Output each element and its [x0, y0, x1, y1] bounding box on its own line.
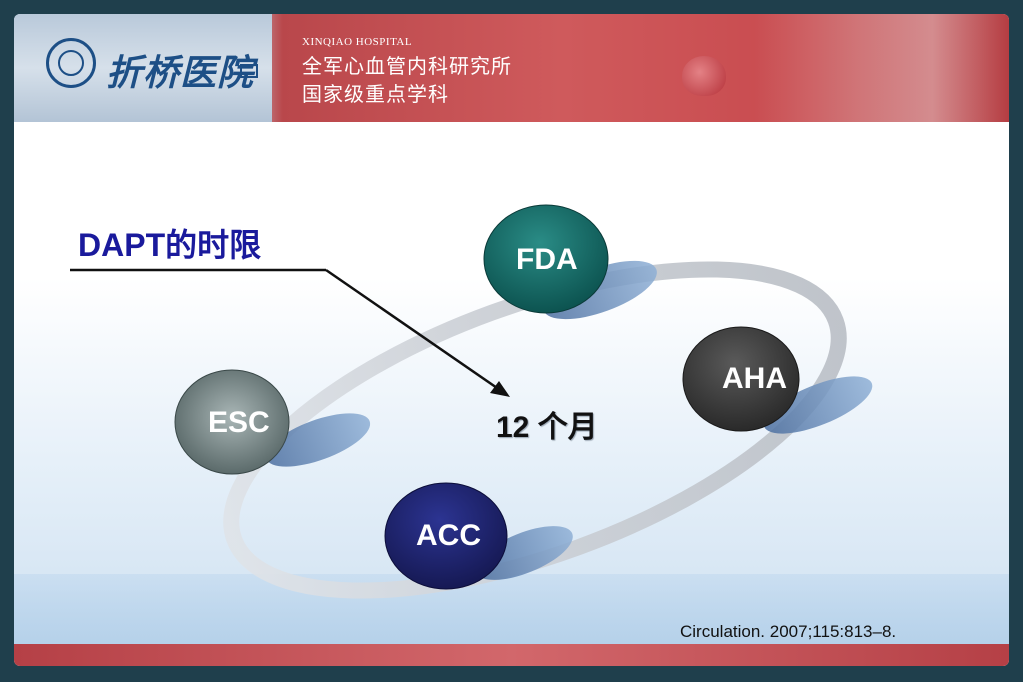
logo-tag-icon: [240, 64, 258, 78]
bottom-band: [14, 574, 1009, 644]
hospital-subtitle-line2: 国家级重点学科: [302, 84, 449, 106]
esc-node: [174, 369, 290, 475]
fda-label: FDA: [516, 243, 578, 276]
acc-node: [384, 482, 508, 590]
logo-panel: 折桥医院: [14, 14, 272, 122]
citation: Circulation. 2007;115:813–8.: [680, 622, 897, 641]
diagram-title: DAPT的时限: [78, 227, 262, 263]
pointer-arrow-head: [490, 381, 510, 397]
duration-label: 12 个月: [496, 411, 598, 444]
esc-label: ESC: [208, 406, 270, 439]
header-photo: [754, 14, 1009, 122]
aha-node: [682, 326, 800, 432]
aha-label: AHA: [722, 362, 787, 395]
hospital-logo-text: 折桥医院: [106, 52, 255, 94]
esc-shadow: [265, 413, 371, 467]
aha-shadow: [763, 376, 873, 434]
pointer-arrow-line: [325, 268, 501, 392]
hospital-english-name: XINQIAO HOSPITAL: [302, 36, 413, 48]
acc-label: ACC: [416, 519, 481, 552]
fda-node: [483, 204, 609, 314]
hospital-seal-icon: [46, 38, 96, 88]
hospital-subtitle-line1: 全军心血管内科研究所: [302, 56, 512, 78]
orbit-ring: [223, 261, 847, 599]
header-banner: 折桥医院 XINQIAO HOSPITAL 全军心血管内科研究所 国家级重点学科: [14, 14, 1009, 122]
acc-shadow: [475, 526, 573, 580]
footer-bar: [14, 644, 1009, 666]
heart-icon: [682, 56, 726, 96]
